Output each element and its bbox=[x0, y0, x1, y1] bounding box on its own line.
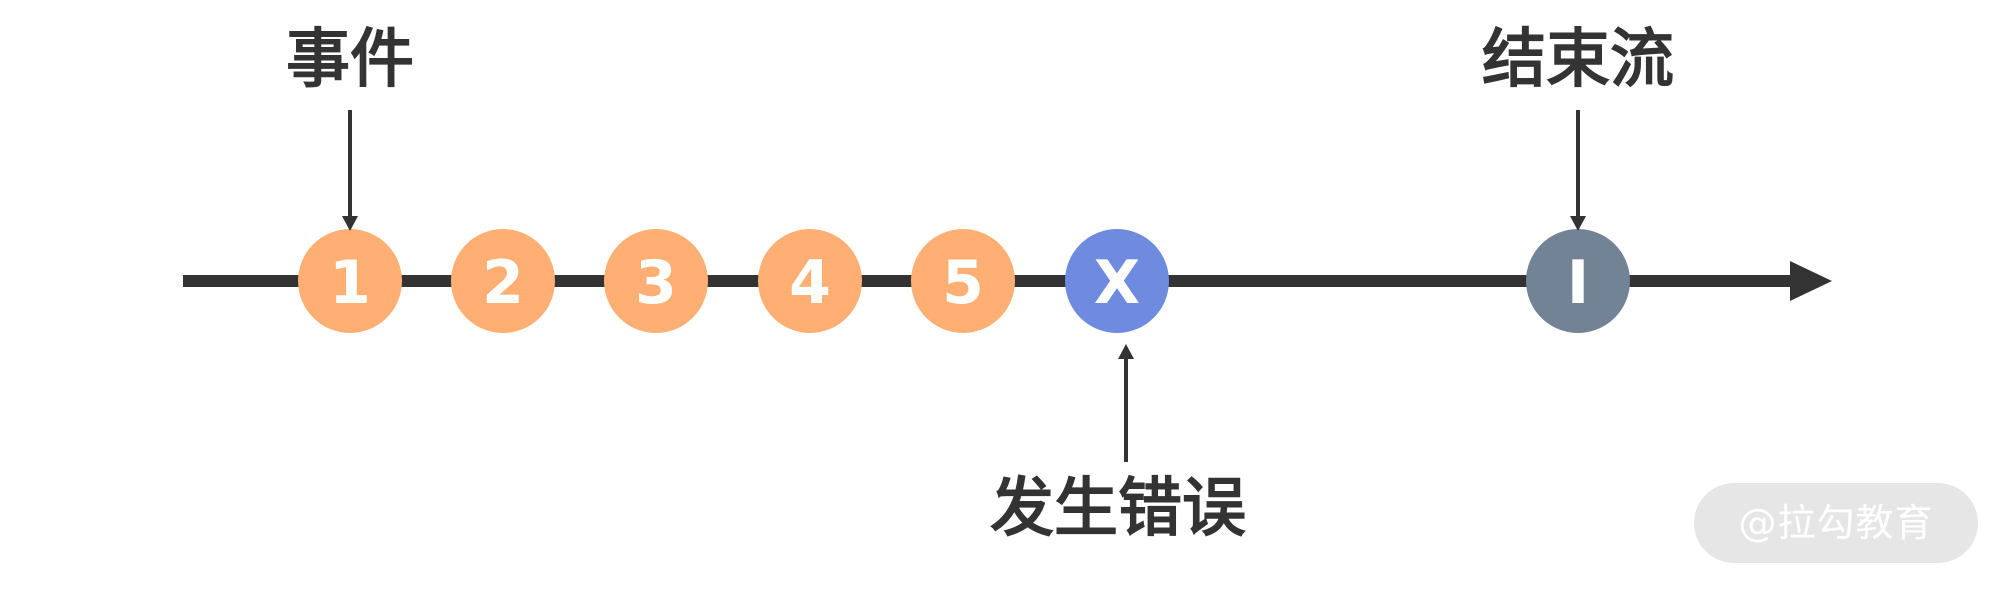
timeline-arrowhead bbox=[1790, 261, 1832, 301]
watermark-badge: @拉勾教育 bbox=[1694, 483, 1978, 563]
event-label: 事件 bbox=[286, 23, 414, 97]
error-label: 发生错误 bbox=[990, 472, 1246, 546]
marble-event-3 bbox=[604, 229, 708, 333]
marble-label-7: I bbox=[1567, 248, 1589, 318]
marble-label-3: 3 bbox=[635, 248, 677, 318]
marble-label-4: 4 bbox=[789, 248, 831, 318]
marble-label-5: 5 bbox=[942, 248, 984, 318]
marble-error-6 bbox=[1065, 229, 1169, 333]
marble-event-5 bbox=[911, 229, 1015, 333]
marbles-group: 1 2 3 4 5 X I bbox=[298, 229, 1630, 333]
marble-event-4 bbox=[758, 229, 862, 333]
marble-label-6: X bbox=[1094, 248, 1140, 318]
end-stream-arrow-head bbox=[1570, 216, 1586, 231]
marble-complete-7 bbox=[1526, 229, 1630, 333]
marble-event-1 bbox=[298, 229, 402, 333]
marble-label-1: 1 bbox=[329, 248, 371, 318]
marble-label-2: 2 bbox=[482, 248, 524, 318]
end-stream-label: 结束流 bbox=[1482, 23, 1674, 97]
event-arrow-head bbox=[342, 216, 358, 231]
marble-event-2 bbox=[451, 229, 555, 333]
error-arrow-head bbox=[1118, 344, 1134, 359]
